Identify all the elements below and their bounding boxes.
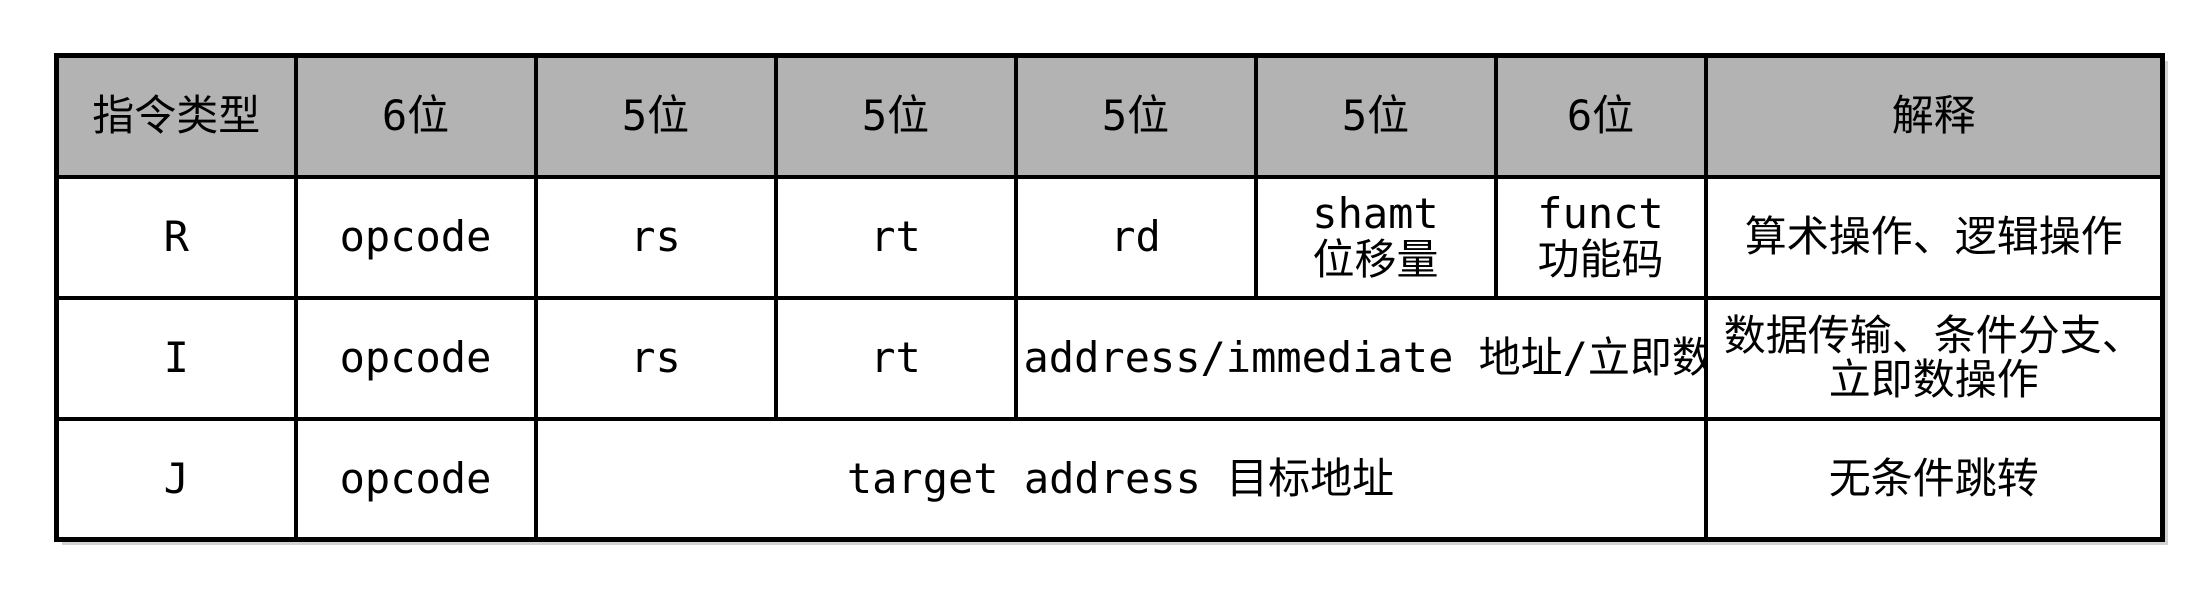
r-rs: rs: [533, 174, 778, 300]
r-type: R: [54, 174, 298, 300]
i-desc-line2: 立即数操作: [1828, 355, 2039, 404]
i-desc: 数据传输、条件分支、 立即数操作: [1703, 295, 2165, 421]
j-type: J: [54, 416, 298, 542]
r-funct-cn: 功能码: [1537, 235, 1664, 284]
instruction-format-table: 指令类型 6位 5位 5位 5位 5位 6位 解释 R opcode rs rt…: [54, 53, 2165, 542]
instruction-format-diagram: 指令类型 6位 5位 5位 5位 5位 6位 解释 R opcode rs rt…: [54, 53, 2168, 545]
i-type: I: [54, 295, 298, 421]
header-type: 指令类型: [54, 53, 298, 179]
r-shamt-label: shamt: [1312, 189, 1439, 238]
header-bits-shamt: 5位: [1253, 53, 1498, 179]
header-row: 指令类型 6位 5位 5位 5位 5位 6位 解释: [54, 53, 2165, 179]
row-r: R opcode rs rt rd shamt 位移量 funct 功能码 算术…: [54, 174, 2165, 300]
header-bits-rt: 5位: [773, 53, 1018, 179]
r-rt: rt: [773, 174, 1018, 300]
row-j: J opcode target address 目标地址 无条件跳转: [54, 416, 2165, 542]
header-bits-rs: 5位: [533, 53, 778, 179]
r-opcode: opcode: [293, 174, 538, 300]
r-funct: funct 功能码: [1493, 174, 1708, 300]
header-bits-op: 6位: [293, 53, 538, 179]
i-rt: rt: [773, 295, 1018, 421]
r-rd: rd: [1013, 174, 1258, 300]
i-desc-line1: 数据传输、条件分支、: [1723, 311, 2144, 360]
r-funct-label: funct: [1537, 189, 1664, 238]
r-shamt-cn: 位移量: [1312, 235, 1439, 284]
j-opcode: opcode: [293, 416, 538, 542]
r-desc: 算术操作、逻辑操作: [1703, 174, 2165, 300]
i-address-immediate: address/immediate 地址/立即数: [1013, 295, 1708, 421]
r-shamt: shamt 位移量: [1253, 174, 1498, 300]
j-desc: 无条件跳转: [1703, 416, 2165, 542]
i-rs: rs: [533, 295, 778, 421]
row-i: I opcode rs rt address/immediate 地址/立即数 …: [54, 295, 2165, 421]
j-target-address: target address 目标地址: [533, 416, 1708, 542]
header-desc: 解释: [1703, 53, 2165, 179]
header-bits-funct: 6位: [1493, 53, 1708, 179]
i-opcode: opcode: [293, 295, 538, 421]
header-bits-rd: 5位: [1013, 53, 1258, 179]
